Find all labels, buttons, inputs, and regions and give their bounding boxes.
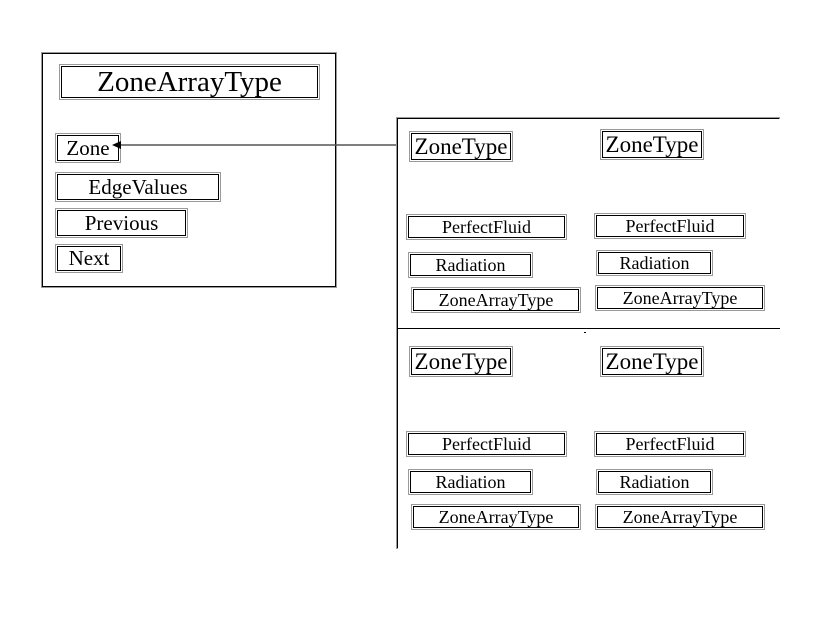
zonetype-grid[interactable]: ZoneType PerfectFluid Radiation ZoneArra… xyxy=(396,117,780,549)
object-zonetype-1-field-radiation-label: Radiation xyxy=(598,252,711,274)
object-zonetype-0-field-zonearraytype-label: ZoneArrayType xyxy=(413,289,579,311)
object-zonetype-0-field-perfectfluid-label: PerfectFluid xyxy=(408,216,565,238)
field-zone-label: Zone xyxy=(57,135,119,161)
object-zonetype-0-field-radiation-label: Radiation xyxy=(410,254,531,276)
object-zonetype-0-field-perfectfluid[interactable]: PerfectFluid xyxy=(406,214,567,240)
object-zonetype-3-field-perfectfluid-label: PerfectFluid xyxy=(596,433,744,455)
field-edgevalues-label: EdgeValues xyxy=(57,174,219,200)
object-zonetype-2-field-zonearraytype-label: ZoneArrayType xyxy=(413,506,579,528)
object-zonetype-2-field-radiation[interactable]: Radiation xyxy=(408,469,533,495)
object-zonetype-3-title: ZoneType xyxy=(600,346,704,377)
object-zonetype-0-field-zonearraytype[interactable]: ZoneArrayType xyxy=(411,287,581,313)
object-zonearraytype[interactable]: ZoneArrayType Zone EdgeValues Previous N… xyxy=(41,52,337,288)
object-zonetype-3-field-perfectfluid[interactable]: PerfectFluid xyxy=(594,431,746,457)
field-next-label: Next xyxy=(57,246,121,271)
object-zonetype-3-field-zonearraytype[interactable]: ZoneArrayType xyxy=(595,504,765,530)
object-zonetype-0-title: ZoneType xyxy=(409,131,513,162)
zonetype-grid-body: ZoneType PerfectFluid Radiation ZoneArra… xyxy=(397,118,780,549)
field-next[interactable]: Next xyxy=(55,244,123,273)
field-previous[interactable]: Previous xyxy=(55,208,188,238)
object-zonetype-3-field-zonearraytype-label: ZoneArrayType xyxy=(597,506,763,528)
object-zonetype-0-title-label: ZoneType xyxy=(411,133,511,160)
object-zonetype-1-title-label: ZoneType xyxy=(602,131,702,158)
object-zonetype-1-field-zonearraytype[interactable]: ZoneArrayType xyxy=(595,285,765,311)
object-zonetype-1-field-radiation[interactable]: Radiation xyxy=(596,250,713,276)
object-zonetype-2-field-perfectfluid-label: PerfectFluid xyxy=(408,433,565,455)
object-zonetype-2-field-radiation-label: Radiation xyxy=(410,471,531,493)
object-zonetype-2-field-zonearraytype[interactable]: ZoneArrayType xyxy=(411,504,581,530)
object-zonetype-0-field-radiation[interactable]: Radiation xyxy=(408,252,533,278)
object-zonetype-3-field-radiation[interactable]: Radiation xyxy=(596,469,713,495)
object-zonetype-1-field-perfectfluid-label: PerfectFluid xyxy=(596,215,744,237)
object-zonetype-0[interactable]: ZoneType PerfectFluid Radiation ZoneArra… xyxy=(398,119,584,328)
object-zonetype-2-title: ZoneType xyxy=(409,346,513,377)
object-zonearraytype-title: ZoneArrayType xyxy=(59,64,320,100)
field-previous-label: Previous xyxy=(57,210,186,236)
object-zonearraytype-title-label: ZoneArrayType xyxy=(61,66,318,98)
object-zonetype-3-title-label: ZoneType xyxy=(602,348,702,375)
object-zonetype-1[interactable]: ZoneType PerfectFluid Radiation ZoneArra… xyxy=(586,119,780,328)
object-zonetype-2[interactable]: ZoneType PerfectFluid Radiation ZoneArra… xyxy=(398,330,584,549)
object-zonetype-1-field-perfectfluid[interactable]: PerfectFluid xyxy=(594,213,746,239)
object-zonetype-1-field-zonearraytype-label: ZoneArrayType xyxy=(597,287,763,309)
object-zonetype-3[interactable]: ZoneType PerfectFluid Radiation ZoneArra… xyxy=(586,330,780,549)
field-edgevalues[interactable]: EdgeValues xyxy=(55,172,221,202)
object-zonearraytype-body: ZoneArrayType Zone EdgeValues Previous N… xyxy=(42,53,336,287)
object-zonetype-1-title: ZoneType xyxy=(600,129,704,160)
object-zonetype-3-field-radiation-label: Radiation xyxy=(598,471,711,493)
object-zonetype-2-title-label: ZoneType xyxy=(411,348,511,375)
field-zone[interactable]: Zone xyxy=(55,133,121,163)
object-zonetype-2-field-perfectfluid[interactable]: PerfectFluid xyxy=(406,431,567,457)
